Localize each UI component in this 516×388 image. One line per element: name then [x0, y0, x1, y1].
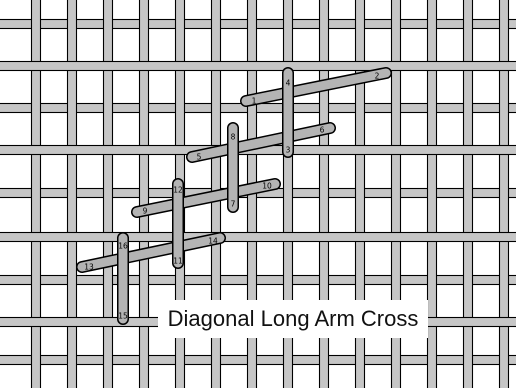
stitch-number: 4 [286, 79, 291, 88]
stitch-number: 14 [208, 237, 218, 246]
vertical-thread [428, 0, 437, 388]
stitch-number: 11 [173, 257, 183, 266]
stitch-number: 9 [143, 207, 148, 216]
stitch-number: 6 [320, 126, 325, 135]
vertical-thread [140, 0, 149, 388]
stitch-number: 16 [118, 242, 128, 251]
stitch-number: 15 [118, 312, 128, 321]
stitch-number: 1 [252, 97, 257, 106]
vertical-thread [32, 0, 41, 388]
horizontal-thread [0, 104, 516, 113]
stitch-number: 8 [231, 133, 236, 142]
stitch-number: 7 [231, 200, 236, 209]
stitch-number: 13 [84, 263, 94, 272]
horizontal-thread [0, 62, 516, 71]
stitch-number: 5 [197, 153, 202, 162]
vertical-thread [464, 0, 473, 388]
stitch-number: 2 [375, 72, 380, 81]
horizontal-thread [0, 20, 516, 29]
diagram-caption: Diagonal Long Arm Cross [158, 300, 428, 338]
stitch-number: 3 [286, 146, 291, 155]
horizontal-thread [0, 233, 516, 242]
horizontal-thread [0, 356, 516, 365]
stitch-number: 12 [173, 186, 183, 195]
vertical-thread [68, 0, 77, 388]
vertical-thread [500, 0, 509, 388]
vertical-thread [104, 0, 113, 388]
stitch [82, 238, 220, 267]
stitch-number: 10 [262, 182, 272, 191]
horizontal-thread [0, 276, 516, 285]
